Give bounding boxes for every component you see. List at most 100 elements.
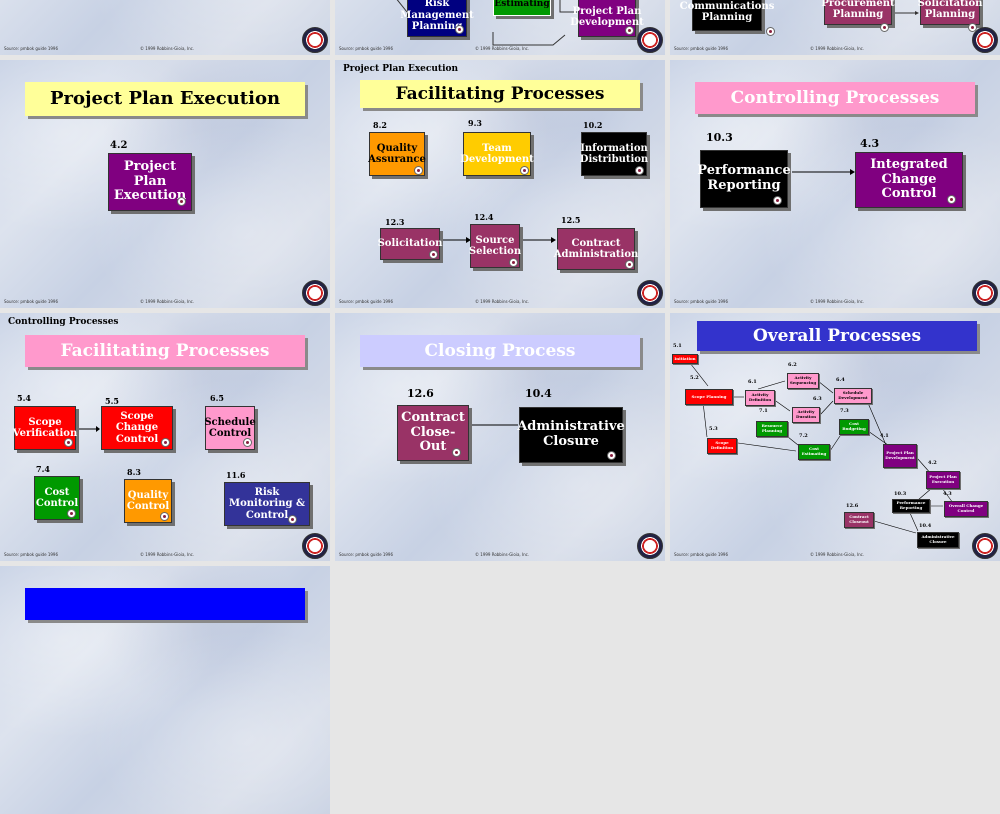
company-logo-icon [972, 533, 998, 559]
project-plan-execution-box[interactable]: Project Plan Execution [926, 471, 960, 489]
overall-change-control-box[interactable]: Overall Change Control [944, 501, 988, 517]
seal-icon [635, 166, 644, 175]
slide-next[interactable] [0, 566, 330, 814]
process-number: 6.4 [836, 377, 845, 383]
slide-planning-core[interactable]: Risk Management Planning Estimating Proj… [335, 0, 665, 55]
project-plan-execution-box[interactable]: Project Plan Execution [108, 153, 192, 211]
schedule-development-box[interactable]: Schedule Development [834, 388, 872, 404]
seal-icon [67, 509, 76, 518]
slide-planning-facilitating[interactable]: Communications Planning Procurement Plan… [670, 0, 1000, 55]
process-number: 7.3 [840, 408, 849, 414]
procurement-planning-box[interactable]: Procurement Planning [821, 0, 895, 25]
team-development-box[interactable]: Team Development [460, 132, 534, 176]
footer-source: Source: pmbok guide 1996 [674, 552, 729, 557]
cost-estimating-box[interactable]: Cost Estimating [798, 444, 830, 460]
process-number: 10.3 [706, 131, 733, 144]
activity-definition-box[interactable]: Activity Definition [745, 390, 775, 406]
solicitation-planning-box[interactable]: Solicitation Planning [918, 0, 982, 25]
footer-copyright: © 1999 Robbins-Gioia, Inc. [810, 552, 865, 557]
footer-copyright: © 1999 Robbins-Gioia, Inc. [140, 299, 195, 304]
process-number: 8.3 [127, 467, 141, 477]
footer-source: Source: pmbok guide 1996 [674, 46, 729, 51]
project-plan-development-box[interactable]: Project Plan Development [570, 0, 644, 37]
process-number: 5.4 [17, 393, 31, 403]
process-number: 5.3 [709, 426, 718, 432]
contract-close-out-box[interactable]: Contract Close-Out [397, 405, 469, 461]
initiation-box[interactable]: Initiation [672, 354, 698, 364]
process-number: 10.2 [583, 120, 603, 130]
seal-icon [625, 26, 634, 35]
slide-caption: Controlling Processes [8, 317, 119, 327]
seal-icon [607, 451, 616, 460]
slide-controlling-processes[interactable]: Controlling Processes 10.3 Performance R… [670, 60, 1000, 308]
performance-reporting-box[interactable]: Performance Reporting [892, 499, 930, 513]
process-number: 7.2 [799, 433, 808, 439]
footer-source: Source: pmbok guide 1996 [339, 299, 394, 304]
process-number: 4.3 [860, 137, 880, 150]
company-logo-icon [637, 280, 663, 306]
company-logo-icon [302, 27, 328, 53]
slide-title: Facilitating Processes [25, 335, 305, 367]
administrative-closure-box[interactable]: Administrative Closure [917, 532, 959, 548]
process-number: 10.4 [525, 387, 552, 400]
scope-definition-box[interactable]: Scope Definition [707, 438, 737, 454]
slide-execution-facilitating[interactable]: Project Plan Execution Facilitating Proc… [335, 60, 665, 308]
seal-icon [243, 438, 252, 447]
company-logo-icon [302, 533, 328, 559]
seal-icon [520, 166, 529, 175]
activity-sequencing-box[interactable]: Activity Sequencing [787, 373, 819, 389]
slide-overall-processes[interactable]: Overall Processes 5.1 Initiation 5.2 Sco… [670, 313, 1000, 561]
risk-monitoring-control-box[interactable]: Risk Monitoring & Control [224, 482, 310, 526]
footer-copyright: © 1999 Robbins-Gioia, Inc. [475, 299, 530, 304]
footer-copyright: © 1999 Robbins-Gioia, Inc. [810, 299, 865, 304]
footer-source: Source: pmbok guide 1996 [4, 552, 59, 557]
slide-caption: Project Plan Execution [343, 64, 459, 74]
process-number: 12.6 [846, 503, 859, 509]
footer-copyright: © 1999 Robbins-Gioia, Inc. [475, 552, 530, 557]
seal-icon [64, 438, 73, 447]
slide-title: Project Plan Execution [25, 82, 305, 116]
footer-copyright: © 1999 Robbins-Gioia, Inc. [140, 552, 195, 557]
slide-project-plan-execution[interactable]: Project Plan Execution 4.2 Project Plan … [0, 60, 330, 308]
process-number: 6.1 [748, 379, 757, 385]
resource-planning-box[interactable]: Resource Planning [756, 421, 788, 437]
contract-closeout-box[interactable]: Contract Closeout [844, 512, 874, 528]
estimating-box[interactable]: Estimating [493, 0, 551, 16]
process-number: 4.3 [943, 491, 952, 497]
project-plan-development-box[interactable]: Project Plan Development [883, 444, 917, 468]
footer-copyright: © 1999 Robbins-Gioia, Inc. [475, 46, 530, 51]
connector-lines [78, 426, 100, 432]
seal-icon [773, 196, 782, 205]
communications-planning-box[interactable]: Communications Planning [680, 0, 774, 31]
process-number: 5.2 [690, 375, 699, 381]
contract-administration-box[interactable]: Contract Administration [554, 228, 638, 270]
connector-lines [396, 0, 577, 46]
process-number: 12.4 [474, 212, 494, 222]
process-number: 11.6 [226, 470, 246, 480]
seal-icon [766, 27, 775, 36]
connector-lines [441, 237, 556, 243]
activity-duration-box[interactable]: Activity Duration [792, 407, 820, 423]
process-number: 6.5 [210, 393, 224, 403]
connector-lines [792, 169, 855, 175]
slide-risk-planning[interactable]: Source: pmbok guide 1996 © 1999 Robbins-… [0, 0, 330, 55]
seal-icon [455, 25, 464, 34]
process-number: 6.3 [813, 396, 822, 402]
cost-budgeting-box[interactable]: Cost Budgeting [839, 419, 869, 435]
slide-controlling-facilitating[interactable]: Controlling Processes Facilitating Proce… [0, 313, 330, 561]
slide-title: Controlling Processes [695, 82, 975, 114]
seal-icon [880, 23, 889, 32]
company-logo-icon [972, 280, 998, 306]
seal-icon [177, 197, 186, 206]
slide-closing-process[interactable]: Closing Process 12.6 Contract Close-Out … [335, 313, 665, 561]
seal-icon [161, 438, 170, 447]
connector-lines [892, 11, 919, 15]
integrated-change-control-box[interactable]: Integrated Change Control [855, 152, 963, 208]
process-number: 12.6 [407, 387, 434, 400]
administrative-closure-box[interactable]: Administrative Closure [517, 407, 625, 463]
slide-title: Facilitating Processes [360, 80, 640, 108]
scope-planning-box[interactable]: Scope Planning [685, 389, 733, 405]
slide-title-banner [25, 588, 305, 620]
process-number: 10.4 [919, 523, 932, 529]
process-number: 4.1 [880, 433, 889, 439]
